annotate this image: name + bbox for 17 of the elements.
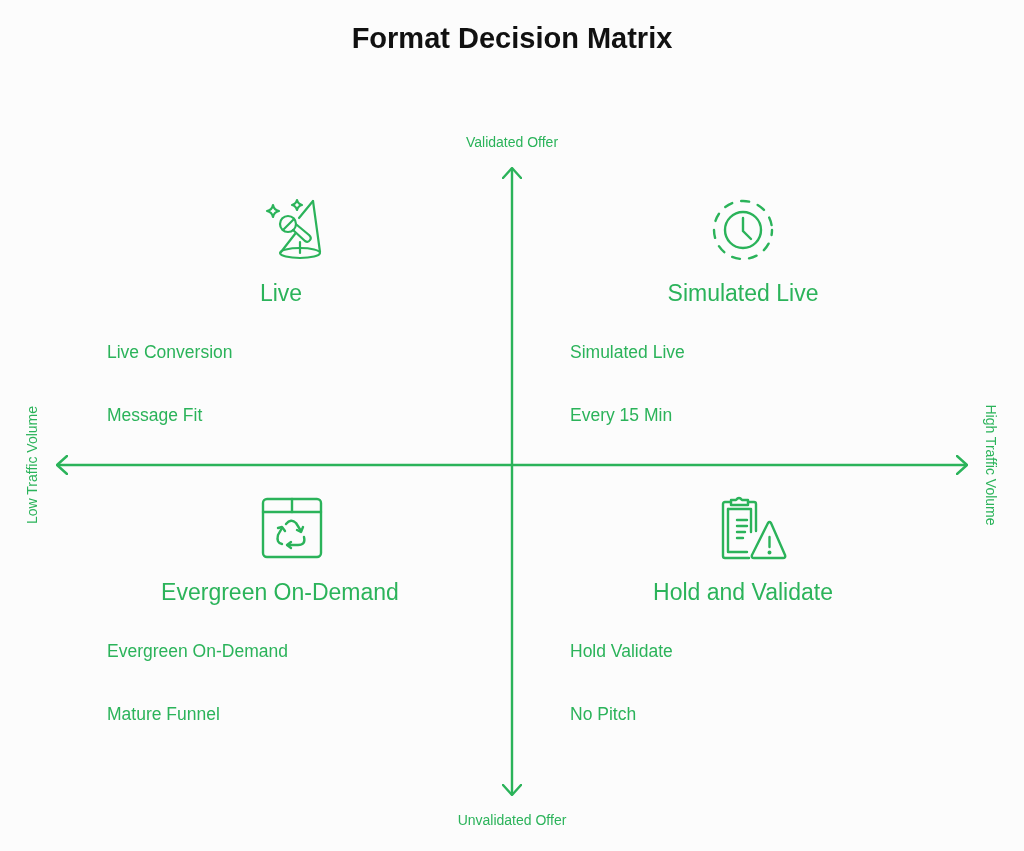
axis-label: High Traffic Volume [982, 404, 1000, 526]
quadrant-item: Hold Validate [570, 640, 673, 662]
axis-label: Low Traffic Volume [23, 406, 41, 524]
quadrant-item: Evergreen On-Demand [107, 640, 288, 662]
axis-label: Validated Offer [465, 133, 559, 151]
quadrant-item: Message Fit [107, 404, 203, 426]
quadrant-item: Simulated Live [570, 341, 685, 363]
axis-label: Unvalidated Offer [457, 811, 567, 829]
quadrant-title: Hold and Validate [653, 578, 833, 606]
title: Format Decision Matrix [351, 21, 673, 55]
quadrant-title: Simulated Live [667, 279, 819, 307]
quadrant-title: Live [259, 279, 303, 307]
quadrant-item: Mature Funnel [107, 703, 220, 725]
quadrant-item: No Pitch [570, 703, 637, 725]
quadrant-title: Evergreen On-Demand [161, 578, 399, 606]
quadrant-item: Live Conversion [107, 341, 233, 363]
quadrant-item: Every 15 Min [570, 404, 673, 426]
